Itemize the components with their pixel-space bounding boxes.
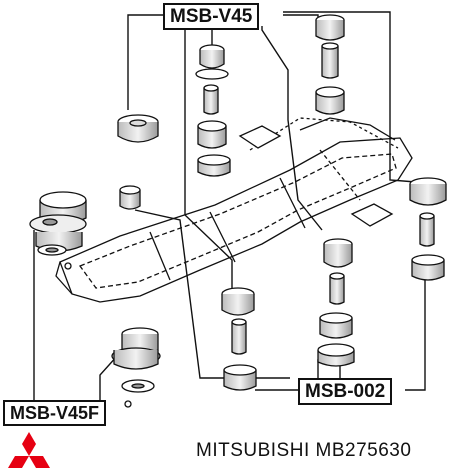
bushing-top-center xyxy=(195,44,231,177)
frame-crossmember-2 xyxy=(209,211,236,263)
bushing-center-lower xyxy=(317,238,355,367)
frame-crossmember-4 xyxy=(319,149,361,201)
mount-plate-upper xyxy=(238,125,282,149)
bushing-right xyxy=(409,177,447,281)
leader-top-4 xyxy=(283,14,319,22)
frame-outer-rail xyxy=(59,137,413,303)
mount-left-lower xyxy=(111,327,161,408)
callout-msb-002: MSB-002 xyxy=(298,378,393,405)
frame-crossmember-3 xyxy=(279,177,306,229)
leader-left-2 xyxy=(99,354,119,400)
mount-plate-lower xyxy=(350,203,394,227)
vehicle-frame xyxy=(55,117,413,303)
callout-msb-v45f: MSB-V45F xyxy=(3,400,107,426)
mount-left-upper xyxy=(29,191,87,270)
leader-lines xyxy=(33,11,426,400)
leader-mid-2 xyxy=(405,280,426,391)
frame-front-section xyxy=(55,261,73,295)
frame-inner-rail xyxy=(78,153,397,289)
leader-top-5 xyxy=(261,26,323,231)
bushing-top-right xyxy=(315,14,345,115)
leader-top-6 xyxy=(283,11,417,183)
mount-plates xyxy=(238,125,394,227)
bushing-bottom-center xyxy=(221,287,257,391)
callout-msb-v45: MSB-V45 xyxy=(163,3,260,30)
bushing-top-left xyxy=(117,114,159,210)
leader-top-2 xyxy=(184,26,233,290)
mitsubishi-logo-icon xyxy=(8,432,50,468)
brand-part-number: MITSUBISHI MB275630 xyxy=(196,440,412,461)
leader-top-1 xyxy=(127,14,163,110)
frame-rear-section xyxy=(299,117,396,141)
frame-crossmember-1 xyxy=(149,231,171,281)
